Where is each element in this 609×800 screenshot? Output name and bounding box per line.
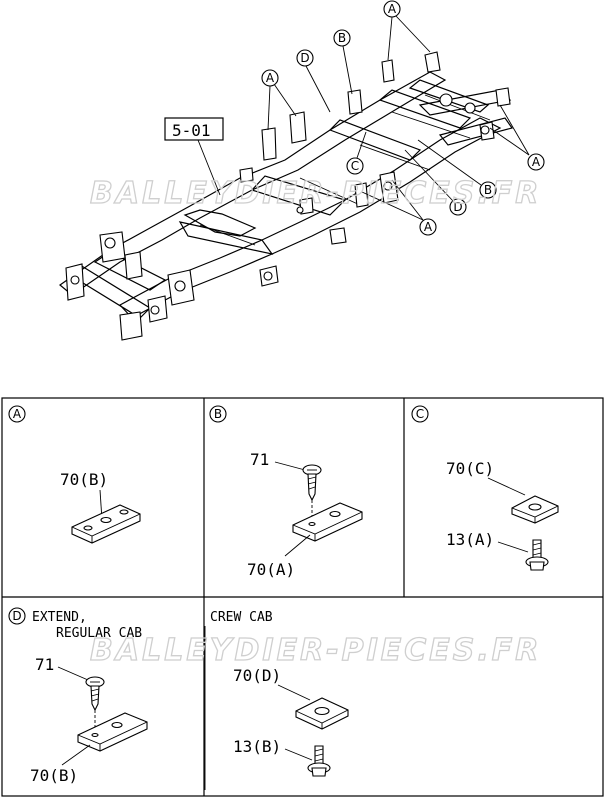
screw-71-d-icon	[85, 676, 105, 712]
detail-grid	[1, 397, 604, 797]
panel-b: B 71 70(A)	[209, 405, 363, 579]
svg-text:D: D	[300, 51, 309, 65]
panel-c-letter: C	[416, 407, 424, 421]
callout-c: C	[346, 131, 367, 175]
svg-text:A: A	[266, 71, 275, 85]
svg-text:A: A	[388, 2, 397, 16]
callout-b-1: B	[333, 29, 353, 95]
plate-70b-icon	[71, 504, 141, 544]
callout-d-2: D	[404, 149, 467, 216]
reference-box-label: 5-01	[172, 121, 211, 140]
svg-text:C: C	[351, 159, 359, 173]
panel-a: A 70(B)	[8, 405, 141, 544]
panel-c: C 70(C) 13(A)	[411, 405, 559, 571]
plate-70c-icon	[511, 495, 559, 524]
panel-a-part-label: 70(B)	[60, 470, 108, 489]
panel-d-screw-label: 71	[35, 655, 54, 674]
panel-b-screw-label: 71	[250, 450, 269, 469]
callout-a-4: A	[361, 179, 437, 236]
callout-a-1: A	[261, 69, 297, 131]
watermark-top: BALLEYDIER-PIECES.FR	[90, 176, 541, 211]
plate-70d-icon	[295, 697, 349, 730]
callout-a-3: A	[489, 104, 545, 171]
panel-d-title-line2: REGULAR CAB	[56, 626, 142, 641]
bolt-13b-icon	[307, 745, 331, 777]
crew-cab-title: CREW CAB	[210, 610, 273, 625]
callout-a-2: A	[383, 0, 431, 61]
panel-crew-cab: CREW CAB 70(D) 13(B)	[210, 610, 349, 777]
panel-d-letter: D	[12, 609, 21, 623]
reference-box: 5-01	[164, 117, 224, 196]
panel-b-letter: B	[214, 407, 222, 421]
svg-text:B: B	[484, 183, 492, 197]
crew-cab-bolt-label: 13(B)	[233, 737, 281, 756]
plate-70a-icon	[292, 502, 363, 542]
chassis-frame-drawing	[59, 51, 513, 341]
callout-b-2: B	[417, 139, 497, 199]
panel-a-letter: A	[13, 407, 22, 421]
watermark-bottom: BALLEYDIER-PIECES.FR	[90, 633, 541, 668]
svg-text:D: D	[453, 200, 462, 214]
svg-text:A: A	[532, 155, 541, 169]
panel-d-part-label: 70(B)	[30, 766, 78, 785]
panel-b-part-label: 70(A)	[247, 560, 295, 579]
bolt-13a-icon	[525, 539, 549, 571]
panel-d: D EXTEND, REGULAR CAB 71 70(B)	[8, 607, 148, 785]
panel-c-plate-label: 70(C)	[446, 459, 494, 478]
svg-text:B: B	[338, 31, 346, 45]
panel-c-bolt-label: 13(A)	[446, 530, 494, 549]
svg-text:A: A	[424, 220, 433, 234]
panel-d-title-line1: EXTEND,	[32, 610, 87, 625]
screw-71-icon	[302, 464, 322, 502]
plate-70b-d-icon	[77, 712, 148, 752]
callout-d-1: D	[296, 49, 331, 113]
crew-cab-plate-label: 70(D)	[233, 666, 281, 685]
